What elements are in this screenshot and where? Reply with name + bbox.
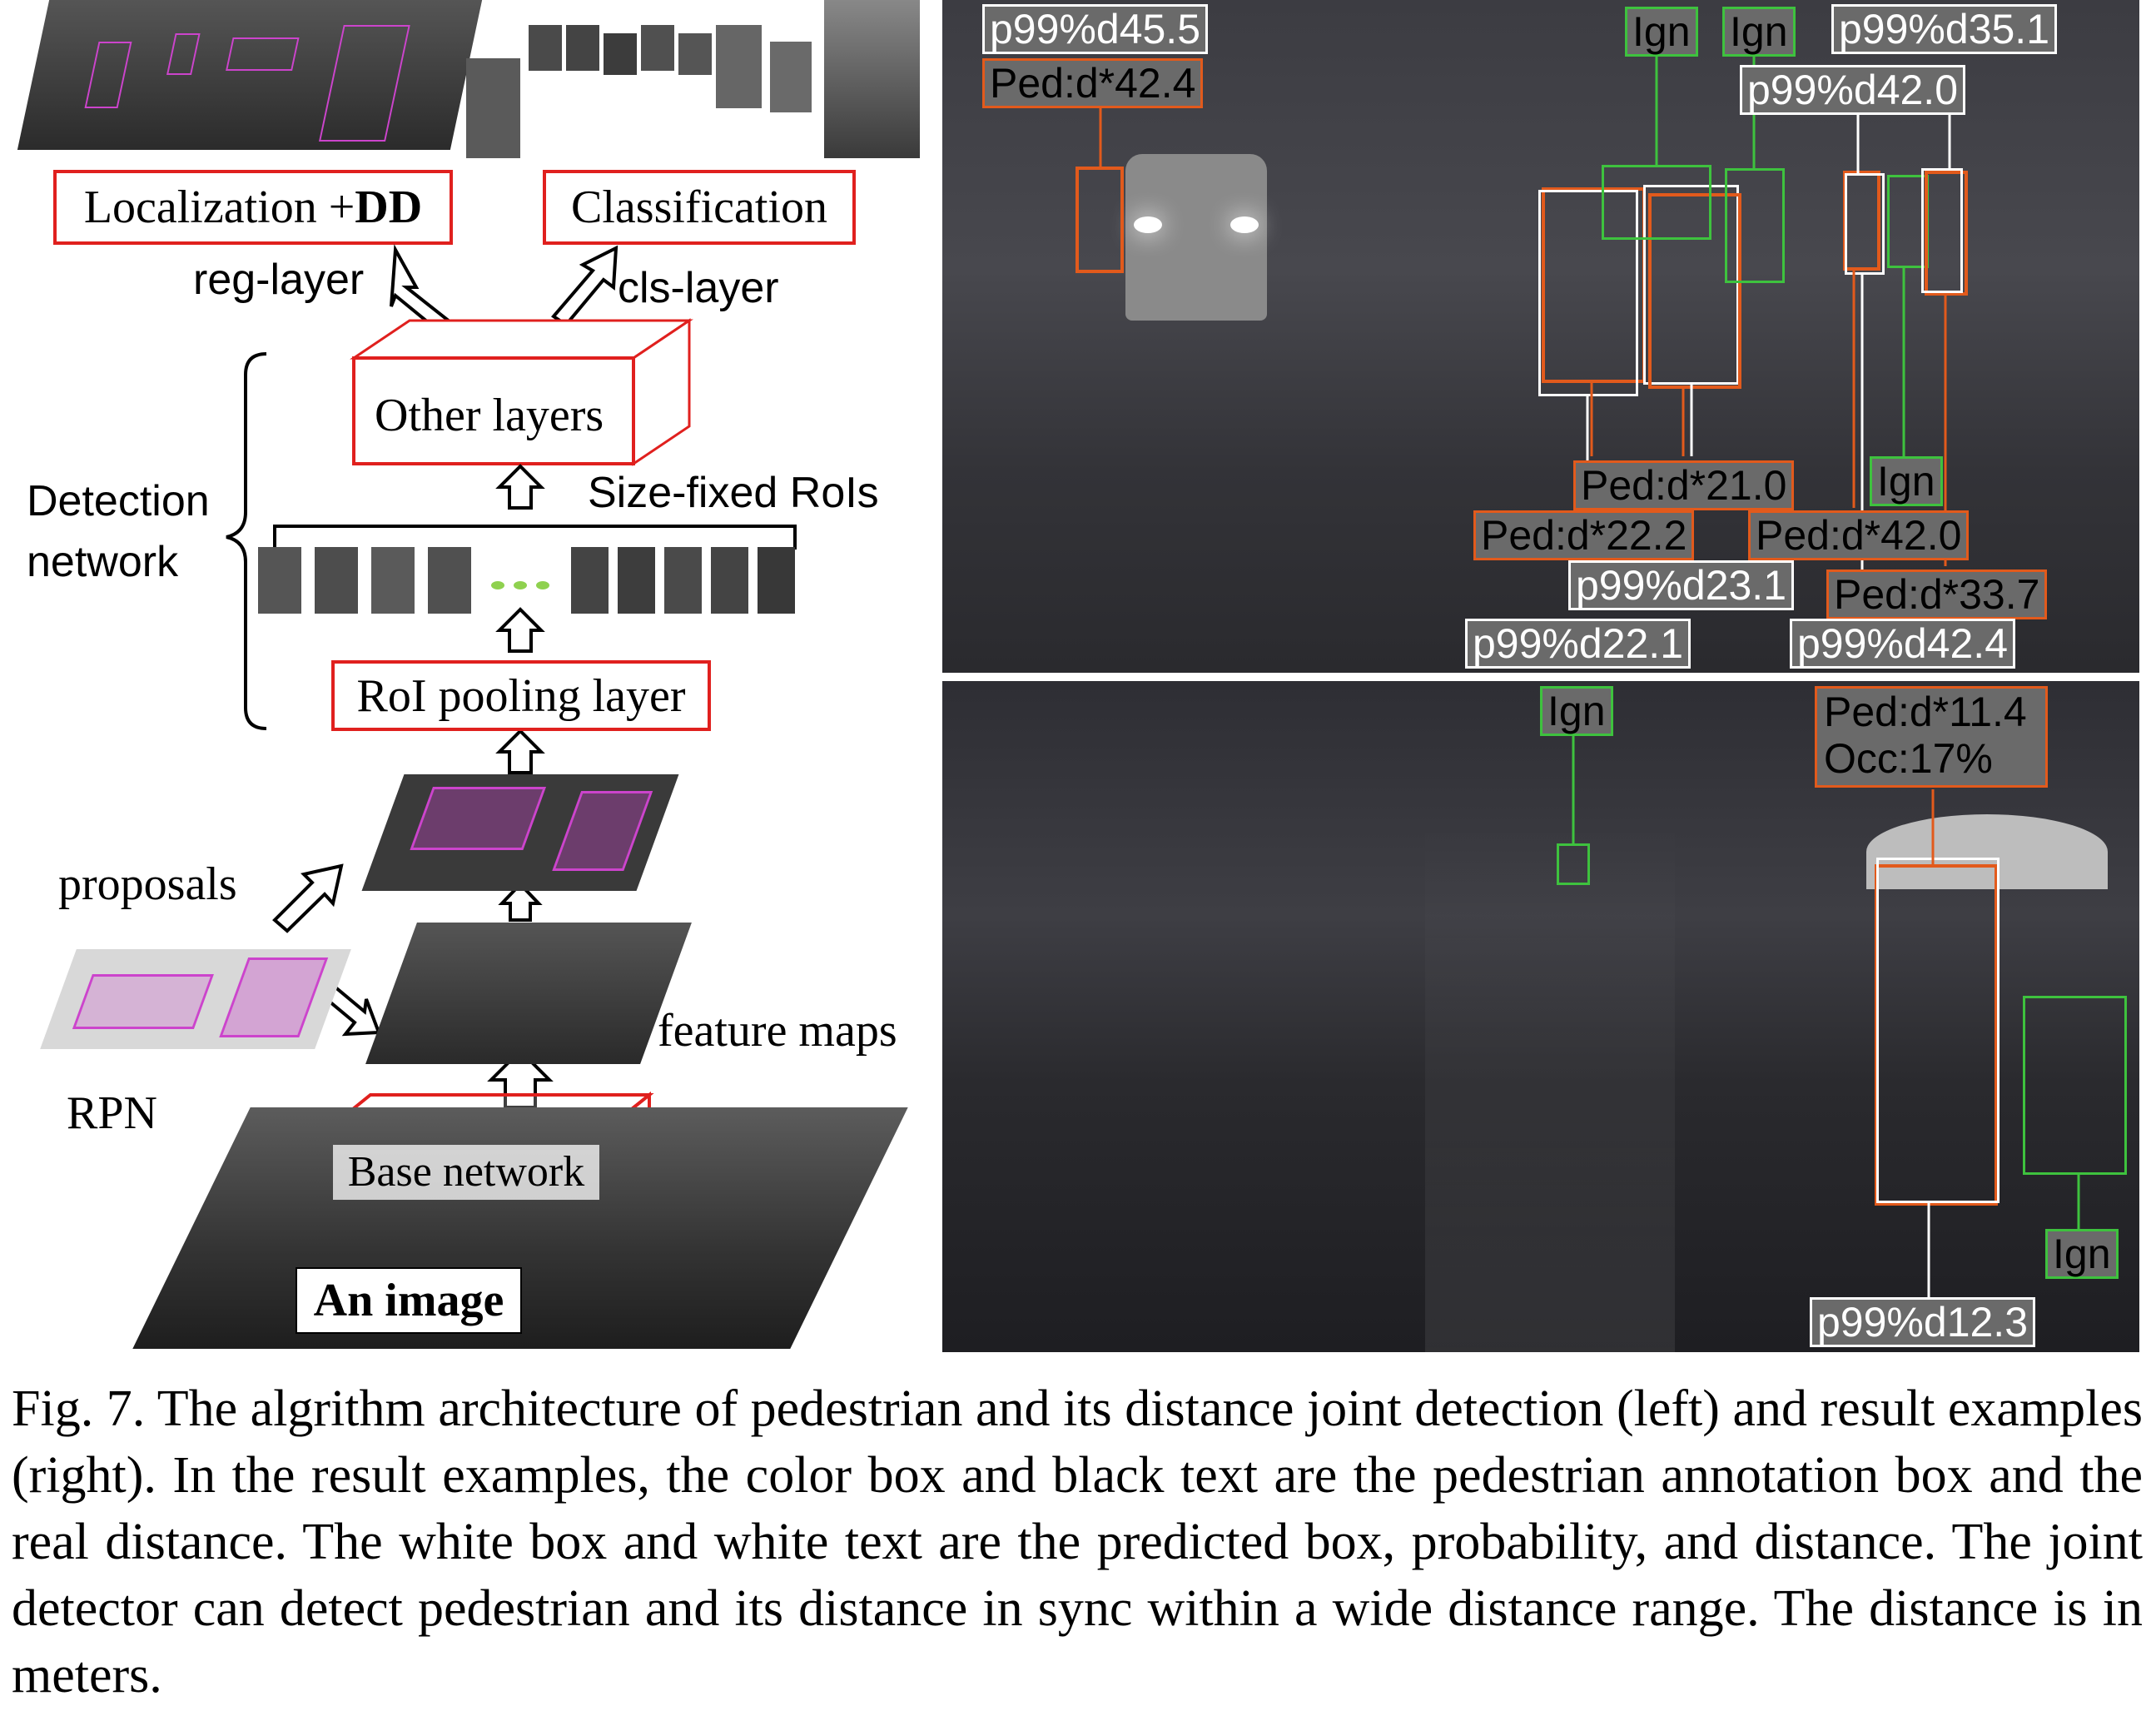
detection-label-line2: network: [27, 538, 179, 586]
pedestrian-annotation-box: [1076, 167, 1124, 273]
predicted-tag: p99%d22.1: [1465, 619, 1692, 669]
occlusion-text: Occ:17%: [1824, 735, 1993, 782]
predicted-tag: p99%d45.5: [982, 4, 1209, 54]
roi-crop: [664, 547, 702, 614]
predicted-tag: p99%d35.1: [1831, 4, 2058, 54]
predicted-box: [1538, 190, 1638, 396]
localization-label: Localization +: [83, 182, 355, 233]
proposal-region: [552, 791, 653, 871]
feature-map: [365, 923, 692, 1064]
roi-crop: [770, 42, 812, 112]
predicted-box: [1921, 168, 1963, 293]
pedestrian-tag: Ped:d*42.0: [1748, 510, 1970, 560]
pedestrian-annotation-box: [1925, 171, 1968, 296]
other-layers-label: Other layers: [375, 390, 604, 441]
roi-crop: [466, 58, 520, 158]
roi-crop: [716, 25, 762, 108]
ignore-box: [1557, 843, 1590, 885]
predicted-box: [1845, 173, 1885, 275]
roi-pooling-box: RoI pooling layer: [331, 660, 711, 731]
roi-crop: [315, 547, 358, 614]
proposal-region: [72, 974, 214, 1029]
pedestrian-tag: Ped:d*22.2: [1473, 510, 1695, 560]
localization-dd-box: Localization + DD: [53, 170, 453, 245]
predicted-box: [1876, 858, 2000, 1203]
roi-bracket: [273, 525, 797, 550]
umbrella: [1866, 814, 2108, 889]
result-example-top: p99%d45.5 Ped:d*42.4 Ign Ign p99%d35.1 p…: [942, 0, 2139, 673]
an-image-label: An image: [296, 1267, 522, 1334]
size-fixed-rois-label: Size-fixed RoIs: [588, 469, 879, 517]
ellipsis-dot: [514, 581, 527, 589]
dd-label: DD: [355, 182, 423, 233]
pedestrian-tag-multi: Ped:d*11.4 Occ:17%: [1815, 686, 2048, 788]
ignore-tag: Ign: [1722, 7, 1796, 57]
roi-crop: [566, 25, 599, 71]
roi-crop: [604, 33, 637, 75]
roi-crop: [641, 25, 674, 71]
ellipsis-dot: [491, 581, 504, 589]
other-layers-cuboid: [350, 318, 693, 466]
roi-crop: [529, 25, 562, 71]
up-arrow-pooling: [495, 607, 545, 653]
predicted-tag: p99%d23.1: [1568, 560, 1795, 610]
classification-box: Classification: [543, 170, 856, 245]
predicted-box: [1643, 185, 1739, 385]
ignore-tag: Ign: [2045, 1229, 2119, 1279]
figure-caption: Fig. 7. The algrithm architecture of ped…: [12, 1375, 2143, 1709]
up-arrow-rois: [495, 464, 545, 510]
classification-label: Classification: [571, 182, 827, 233]
detection-brace: [226, 352, 267, 730]
feature-maps-label: feature maps: [658, 1005, 897, 1057]
base-network-label: Base network: [333, 1145, 599, 1200]
cls-layer-arrow: [551, 245, 618, 327]
caption-text: Fig. 7. The algrithm architecture of ped…: [12, 1380, 2143, 1704]
predicted-tag: p99%d42.0: [1740, 65, 1966, 115]
rpn-output-map: [40, 949, 351, 1049]
roi-crop: [371, 547, 415, 614]
tag-connector-lines: [1572, 733, 2080, 1297]
rpn-label: RPN: [67, 1087, 157, 1139]
ellipsis-dot: [536, 581, 549, 589]
roi-crop: [711, 547, 748, 614]
result-example-bottom: Ign Ped:d*11.4 Occ:17% Ign p99%d12.3: [942, 681, 2139, 1352]
pedestrian-tag: Ped:d*42.4: [982, 58, 1204, 108]
roi-crop: [571, 547, 609, 614]
reg-layer-label: reg-layer: [193, 256, 365, 304]
predicted-tag: p99%d12.3: [1810, 1297, 2036, 1347]
roi-crop: [428, 547, 471, 614]
pedestrian-annotation-box: [1648, 193, 1741, 389]
proposal-region: [410, 787, 547, 850]
ignore-tag: Ign: [1870, 456, 1943, 506]
headlight: [1230, 216, 1259, 233]
proposal-feature-map: [361, 774, 679, 891]
ignore-box: [1725, 168, 1785, 283]
roi-crop: [618, 547, 655, 614]
pedestrian-tag: Ped:d*33.7: [1826, 570, 2048, 619]
car: [1125, 154, 1267, 321]
roi-crop: [758, 547, 795, 614]
roi-pooling-label: RoI pooling layer: [356, 669, 686, 722]
ignore-tag: Ign: [1625, 7, 1698, 57]
road-reflection: [1425, 681, 1675, 1352]
proposals-label: proposals: [58, 858, 237, 910]
ignore-box: [1602, 165, 1711, 240]
predicted-tag: p99%d42.4: [1790, 619, 2016, 669]
roi-crop: [824, 0, 920, 158]
cls-layer-label: cls-layer: [618, 264, 779, 312]
roi-crop: [678, 33, 712, 75]
pedestrian-tag: Ped:d*21.0: [1573, 460, 1795, 510]
detection-label-line1: Detection: [27, 477, 210, 525]
ignore-tag: Ign: [1540, 686, 1613, 736]
up-arrow-feature-map: [498, 882, 543, 922]
roi-crop: [258, 547, 301, 614]
proposals-arrow: [272, 863, 344, 933]
pedestrian-distance-text: Ped:d*11.4: [1824, 689, 2027, 735]
proposal-region: [219, 957, 329, 1037]
headlight: [1134, 216, 1162, 233]
up-arrow-proposals-layer: [495, 729, 545, 774]
ignore-box: [2023, 996, 2127, 1175]
